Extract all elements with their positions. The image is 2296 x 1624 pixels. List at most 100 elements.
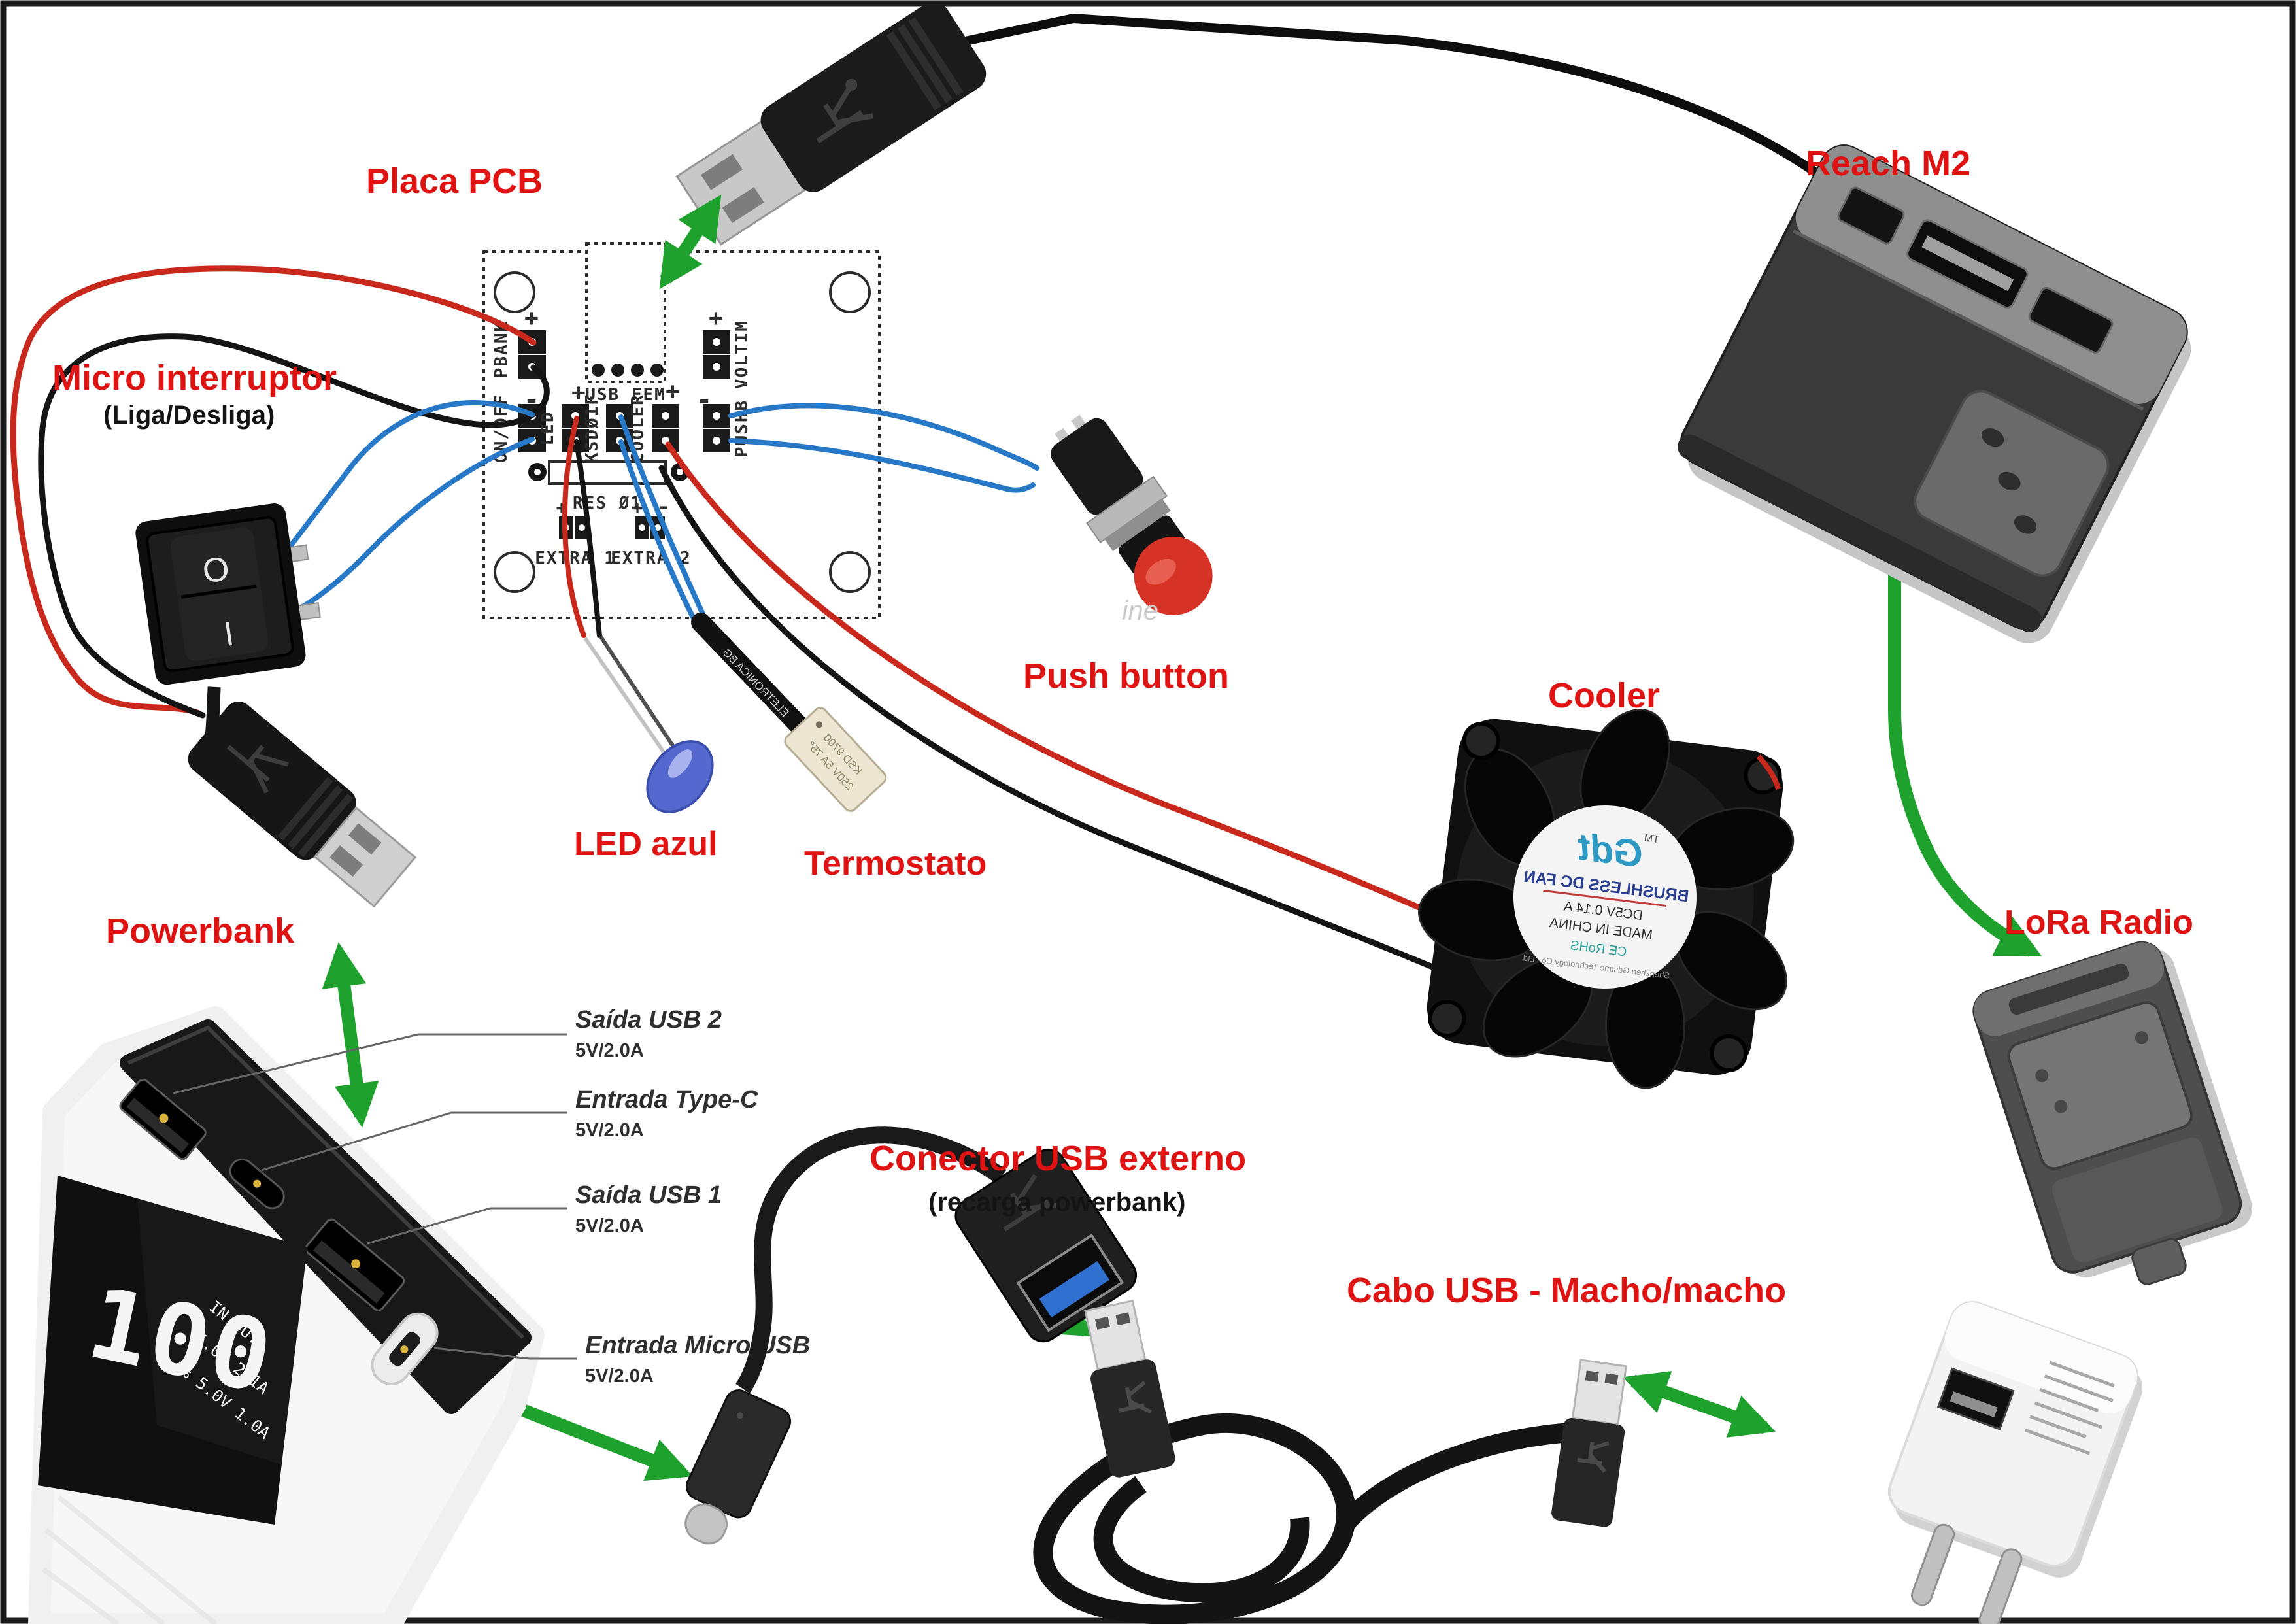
- pcb-pad-hole: [713, 437, 720, 445]
- reach-aux-port: [2028, 286, 2114, 354]
- pushbutton-cap: [1134, 536, 1213, 615]
- port-marker-dot: [351, 1259, 361, 1269]
- termostato-sleeve: [691, 613, 815, 742]
- pcb-plus-sign: +: [666, 378, 681, 405]
- cooler-fan: TM Gdt BRUSHLESS DC FAN DC5V 0.14 A MADE…: [1418, 708, 1795, 1089]
- pcb-pad-hole: [534, 469, 541, 475]
- usbc-plug-dot: [736, 1412, 743, 1419]
- wire-led-black: [574, 439, 602, 638]
- termostato-dot: [815, 721, 822, 728]
- usbc-plug-body: [686, 1389, 792, 1519]
- led-bulb-highlight: [667, 749, 692, 778]
- usb-plug-slot: [701, 154, 743, 190]
- cable-usb-to-reach: [958, 14, 1873, 219]
- usb-trident-icon: [816, 83, 874, 144]
- wire-led-red: [562, 416, 586, 638]
- port-spec-microusb: 5V/2.0A: [585, 1366, 654, 1387]
- otg-port-tongue-blue: [1039, 1261, 1110, 1318]
- wire-pbank-red: [10, 265, 537, 716]
- fan-label-brand: Gdt: [1574, 825, 1646, 875]
- reach-main-port-tongue: [1921, 235, 2014, 292]
- usb-plug-metal-tip: [1571, 1359, 1628, 1426]
- pcb-usb-fem-pin: [650, 364, 664, 377]
- leader-microusb: [433, 1347, 577, 1360]
- wires: [10, 14, 1873, 998]
- wire-cooler-red: [665, 441, 1513, 953]
- usb-plug-powerbank: [188, 686, 417, 908]
- led-leg-cathode: [599, 635, 683, 760]
- lora-radio-device: [1972, 941, 2253, 1285]
- charger-top-face: [1944, 1302, 2137, 1413]
- leader-usb2: [173, 1033, 567, 1094]
- usb-plug-slot: [348, 823, 382, 855]
- otg-usbc-plug: [684, 1389, 792, 1545]
- wire-onoff-blue-2: [292, 437, 535, 614]
- cable-coil-inner: [1093, 1476, 1310, 1603]
- usb-trident-icon: [1003, 1174, 1057, 1232]
- cable-coil: [1033, 1413, 1357, 1624]
- leader-typec: [261, 1111, 567, 1172]
- fan-corner-wire: [1756, 754, 1781, 790]
- switch-rocker: [170, 528, 269, 661]
- pcb-plus-sign: +: [571, 379, 587, 406]
- push-button-device: [1051, 414, 1213, 615]
- charger-text-lines: [2024, 1361, 2115, 1455]
- usb-trident-icon: [226, 745, 289, 794]
- usb-plug-slot: [722, 187, 764, 224]
- port-spec-typec: 5V/2.0A: [575, 1120, 644, 1141]
- cable-plug-right: [1551, 1359, 1628, 1527]
- fan-label-rule: [1543, 889, 1667, 907]
- pushbutton-washer: [1104, 499, 1171, 552]
- lora-hole: [2054, 1100, 2068, 1113]
- label-reach-m2: Reach M2: [1806, 144, 1970, 183]
- usb-plug-ridge: [277, 777, 333, 841]
- usb-plug-ridge: [288, 785, 343, 849]
- fan-screw-hole: [1462, 722, 1500, 760]
- lora-lower-face: [2051, 1137, 2223, 1263]
- reach-slot-hole: [1998, 471, 2021, 491]
- pcb-label-extra1: EXTRA 1: [535, 549, 616, 568]
- wall-charger: [1887, 1300, 2143, 1624]
- pcb-label-cooler: COOLER: [628, 394, 648, 463]
- wire-pbank-black: [38, 333, 550, 719]
- lora-hole: [2135, 1031, 2148, 1045]
- label-termostato: Termostato: [804, 845, 987, 883]
- led-bulb: [646, 740, 714, 813]
- usb-plug-slot: [1585, 1370, 1599, 1382]
- lora-antenna-stub: [2131, 1238, 2187, 1285]
- pcb-mount-hole: [829, 551, 871, 593]
- port-marker-dot: [400, 1345, 409, 1354]
- arrow-plug-to-powerbank: [322, 942, 379, 1128]
- pcb-mount-hole: [829, 271, 871, 313]
- termostato-sleeve-text: ELETRONICA BG: [720, 646, 792, 719]
- powerbank-device: 100 IN OUT 5.0V 2.1A % 5.0V 1.0A Saída U…: [28, 1006, 810, 1624]
- pcb-plus-sign: +: [524, 305, 540, 331]
- pcb-outline: [482, 250, 881, 619]
- pcb-label-pushb: PUSHB: [732, 399, 752, 457]
- usbc-plug-tip: [684, 1503, 728, 1545]
- otg-usb-female-head: [954, 1148, 1138, 1343]
- led-bulb-body: [646, 740, 714, 813]
- usb-plug-slot: [1095, 1316, 1110, 1330]
- pcb-label-led: LED: [538, 411, 558, 446]
- powerbank-top-edge-highlight: [127, 1025, 525, 1340]
- led-azul-device: [583, 635, 714, 813]
- port-label-usb1: Saída USB 1: [575, 1181, 722, 1209]
- reach-bottom-edge: [1678, 434, 2042, 632]
- pcb-pad-hole: [713, 338, 720, 346]
- usb-plug-ridge: [297, 793, 353, 858]
- reach-slot-hole: [2014, 515, 2037, 534]
- wire-pushb-blue-1: [728, 403, 1039, 471]
- pcb-usb-fem-pin: [611, 364, 624, 377]
- powerbank-usb1-port: [305, 1218, 405, 1311]
- port-spec-usb1: 5V/2.0A: [575, 1215, 644, 1236]
- usb-trident-dot: [845, 78, 858, 91]
- lora-face-panel: [2007, 1001, 2193, 1170]
- cable-plug-left: [1084, 1299, 1175, 1478]
- pcb-pad-hole: [662, 412, 669, 420]
- usb-male-male-cable: [1033, 1299, 1628, 1624]
- pcb-pad-hole: [677, 469, 683, 475]
- port-marker-dot: [159, 1113, 169, 1123]
- pcb-plus-sign: +: [709, 305, 724, 331]
